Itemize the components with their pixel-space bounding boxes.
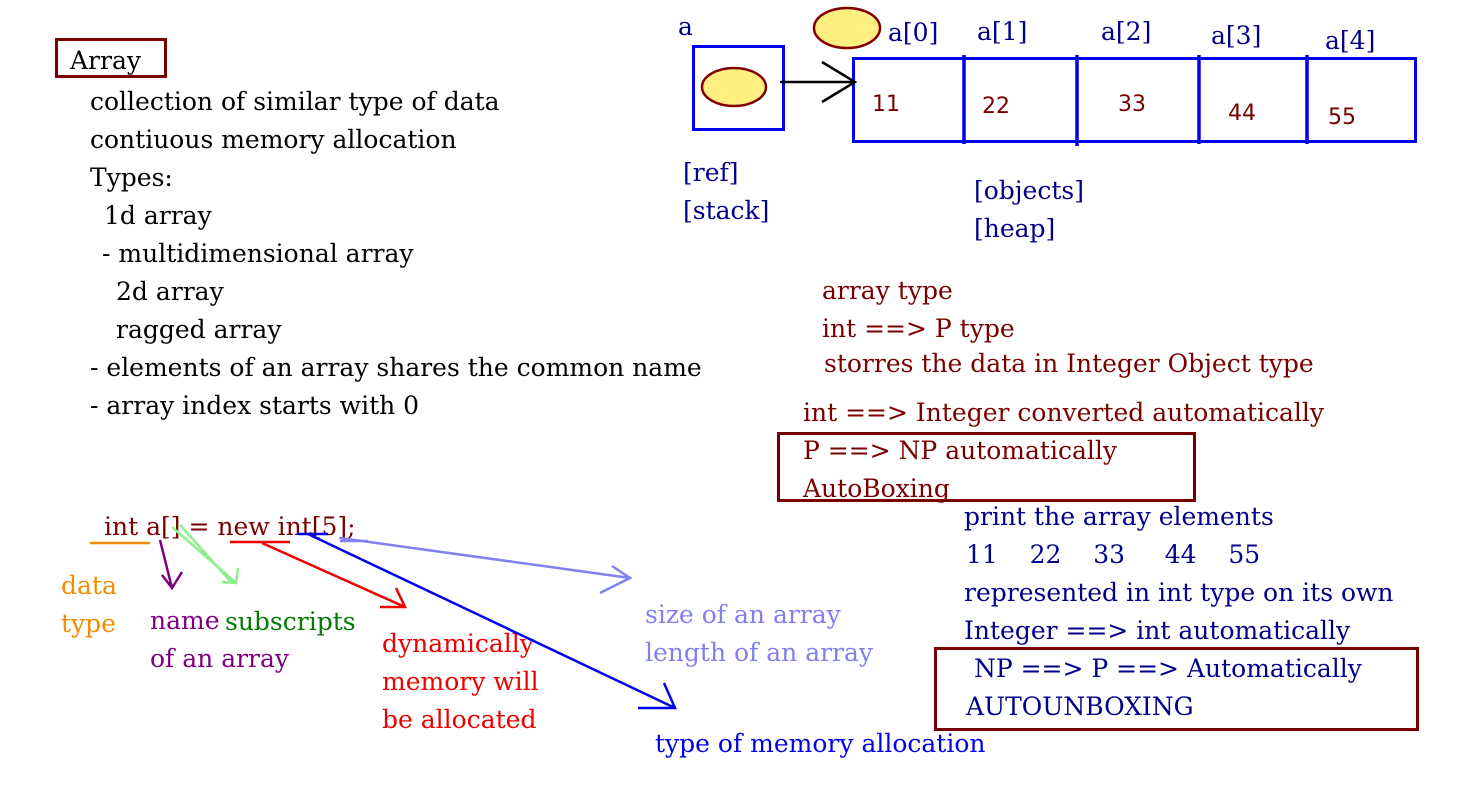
heap-caption: [objects] <box>974 176 1084 205</box>
array-box <box>852 57 1417 143</box>
boxing-line: int ==> P type <box>822 314 1015 343</box>
array-name-label: of an array <box>150 644 290 673</box>
element-value: 33 <box>1118 92 1146 117</box>
unboxing-line: print the array elements <box>964 502 1274 531</box>
notes-line: Types: <box>90 163 173 192</box>
index-label: a[2] <box>1101 17 1152 46</box>
boxing-line: array type <box>822 276 953 305</box>
index-label: a[3] <box>1211 21 1262 50</box>
notes-line: - multidimensional array <box>102 239 414 268</box>
ref-caption: [stack] <box>683 196 770 225</box>
element-value: 22 <box>982 94 1010 119</box>
object-ellipse <box>812 6 882 50</box>
size-label: length of an array <box>645 638 874 667</box>
unboxing-line: Integer ==> int automatically <box>964 616 1351 645</box>
element-value: 44 <box>1228 101 1256 126</box>
unboxing-line: represented in int type on its own <box>964 578 1394 607</box>
memory-type-label: type of memory allocation <box>655 729 986 758</box>
index-label: a[4] <box>1325 26 1376 55</box>
reference-arrow <box>780 60 858 104</box>
autounboxing-line: NP ==> P ==> Automatically <box>966 654 1362 683</box>
size-label: size of an array <box>645 600 841 629</box>
memory-type-arrow <box>307 532 677 710</box>
autoboxing-line: AutoBoxing <box>803 474 950 503</box>
ref-pointer-ellipse <box>700 66 768 108</box>
name-arrow <box>158 539 184 591</box>
autoboxing-box <box>777 432 1196 502</box>
ref-box <box>692 45 785 131</box>
dynamic-label: memory will <box>382 667 539 696</box>
notes-line: 1d array <box>104 201 212 230</box>
data-type-label: type <box>61 609 116 638</box>
notes-line: 2d array <box>116 277 224 306</box>
notes-title: Array <box>70 46 141 75</box>
boxing-line: storres the data in Integer Object type <box>824 349 1314 378</box>
element-value: 55 <box>1328 105 1356 130</box>
autounboxing-box <box>934 647 1419 731</box>
title-box <box>55 38 167 78</box>
element-value: 11 <box>872 92 900 117</box>
notes-line: - array index starts with 0 <box>90 391 420 420</box>
notes-line: - elements of an array shares the common… <box>90 353 702 382</box>
array-name-label: name <box>150 606 220 635</box>
subscripts-label: subscripts <box>225 607 356 636</box>
unboxing-line: 11 22 33 44 55 <box>966 540 1261 569</box>
dynamic-arrow <box>261 541 407 609</box>
heap-caption: [heap] <box>974 214 1056 243</box>
boxing-convert: int ==> Integer converted automatically <box>803 398 1324 427</box>
subscripts-arrow <box>171 524 240 585</box>
dynamic-label: dynamically <box>382 629 534 658</box>
autoboxing-line: P ==> NP automatically <box>803 436 1117 465</box>
notes-line: ragged array <box>116 315 282 344</box>
data-type-label: data <box>61 571 117 600</box>
size-arrow <box>339 536 633 595</box>
notes-line: collection of similar type of data <box>90 87 500 116</box>
ref-caption: [ref] <box>683 158 739 187</box>
dynamic-label: be allocated <box>382 705 537 734</box>
index-label: a[1] <box>977 17 1028 46</box>
ref-variable-label: a <box>678 12 693 41</box>
notes-line: contiuous memory allocation <box>90 125 457 154</box>
autounboxing-line: AUTOUNBOXING <box>966 692 1194 721</box>
array-cell-dividers <box>962 55 1309 146</box>
index-label: a[0] <box>888 18 939 47</box>
